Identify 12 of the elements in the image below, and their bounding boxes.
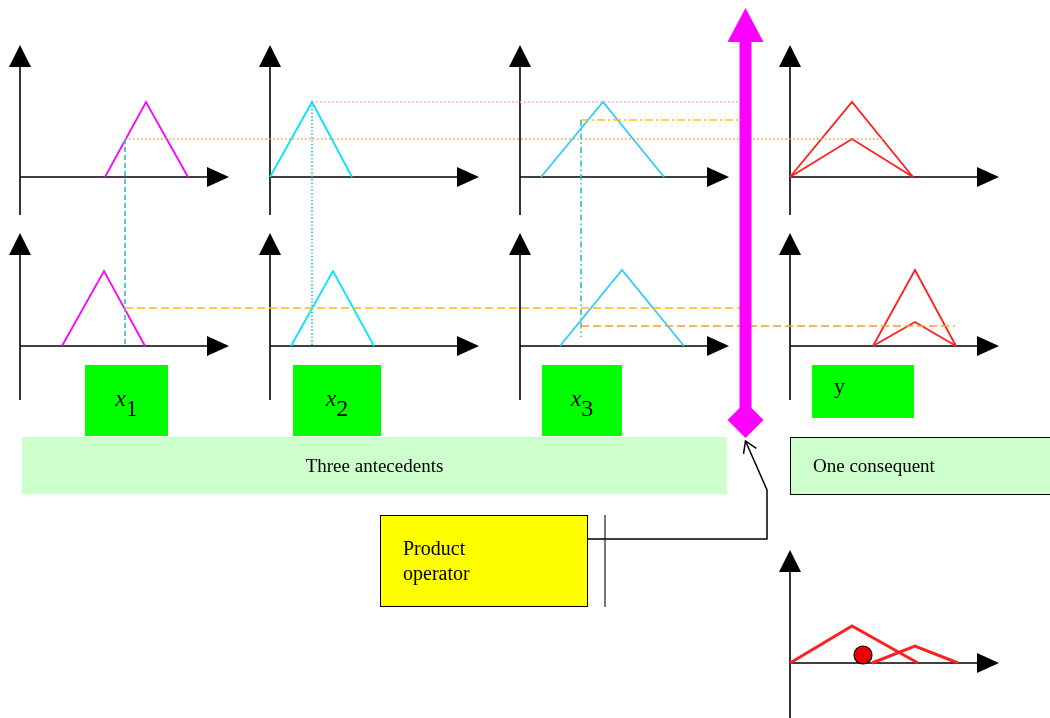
variable-box (542, 365, 622, 436)
variable-box (293, 365, 381, 436)
leader-arrow (587, 440, 768, 540)
node-text: Three antecedents (305, 453, 444, 478)
node-text: One consequent (813, 454, 935, 478)
group-band (22, 437, 727, 494)
variable-box (85, 365, 168, 436)
group-band (790, 437, 1050, 495)
node-text: Product operator (403, 536, 471, 586)
variable-box (812, 365, 914, 418)
node-text: y (834, 371, 845, 400)
operator-box (380, 515, 588, 607)
